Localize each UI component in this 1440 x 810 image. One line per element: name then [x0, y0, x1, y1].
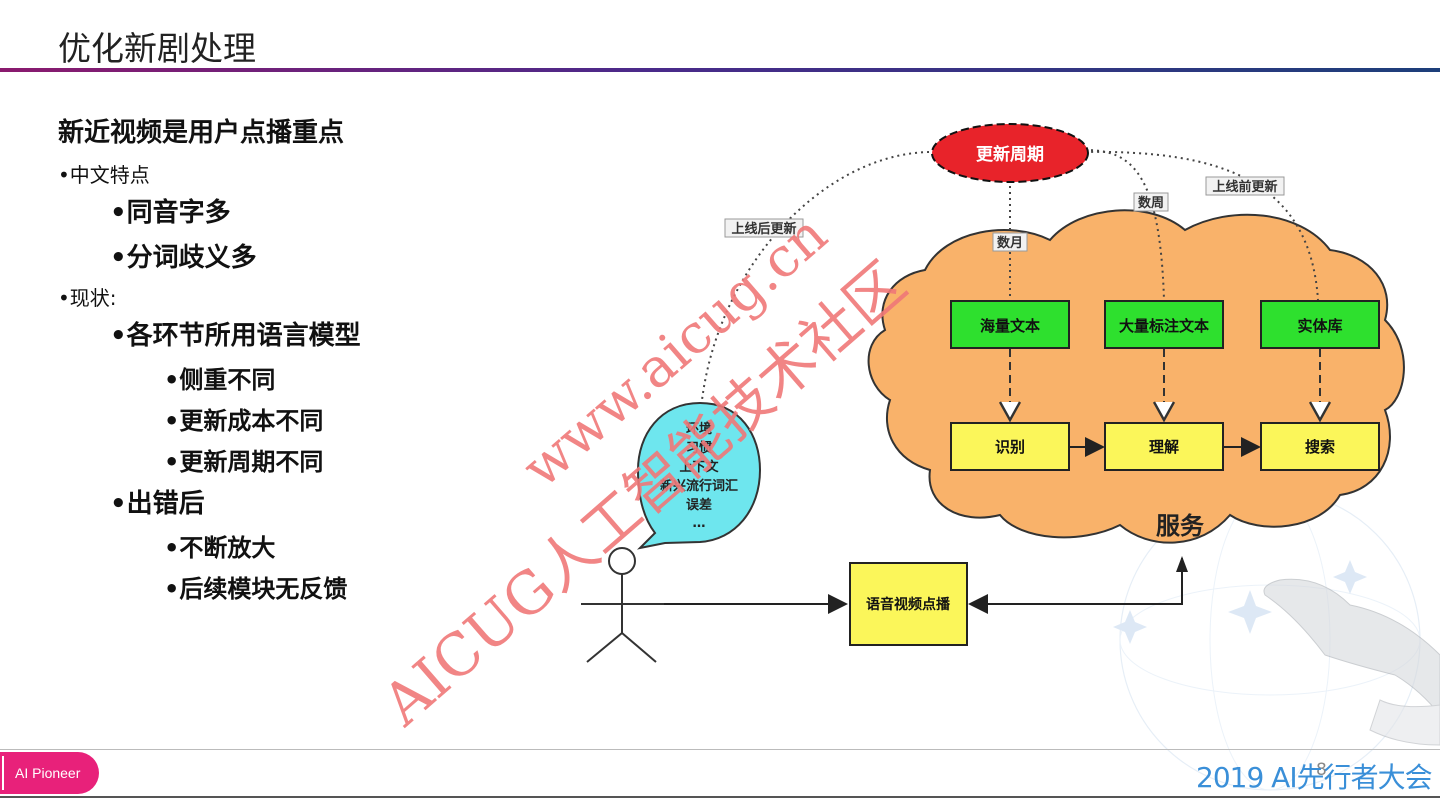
footer-divider — [0, 749, 1440, 750]
update-cycle-label: 更新周期 — [976, 144, 1044, 165]
bubble-line-error: 误差 — [686, 497, 712, 513]
box-entity-base-label: 实体库 — [1297, 317, 1342, 335]
box-massive-text-label: 海量文本 — [980, 317, 1040, 335]
footer-bottom-rule — [0, 796, 1440, 798]
box-search-label: 搜索 — [1305, 438, 1335, 456]
box-annotated-text-label: 大量标注文本 — [1119, 317, 1209, 335]
label-before-launch: 上线前更新 — [1212, 179, 1277, 195]
box-understand-label: 理解 — [1149, 438, 1179, 456]
cloud-label: 服务 — [1156, 512, 1205, 540]
conference-logo: 2019 AI先行者大会 — [1196, 756, 1432, 796]
footer-brand-tag: AI Pioneer — [0, 752, 99, 794]
arrow-service-to-vod — [970, 558, 1182, 604]
watermark: www.aicug.cn AICUG人工智能技术社区 — [369, 203, 919, 740]
robot-hand-graphic — [1264, 579, 1440, 745]
watermark-community: AICUG人工智能技术社区 — [369, 249, 919, 739]
service-cloud — [869, 210, 1404, 542]
label-months: 数月 — [997, 235, 1023, 251]
arrowhead-to-service — [1176, 556, 1188, 572]
bubble-line-ellipsis: … — [693, 516, 706, 531]
box-recognize-label: 识别 — [995, 438, 1025, 456]
box-voice-vod-label: 语音视频点播 — [866, 596, 951, 613]
label-weeks: 数周 — [1138, 195, 1164, 211]
